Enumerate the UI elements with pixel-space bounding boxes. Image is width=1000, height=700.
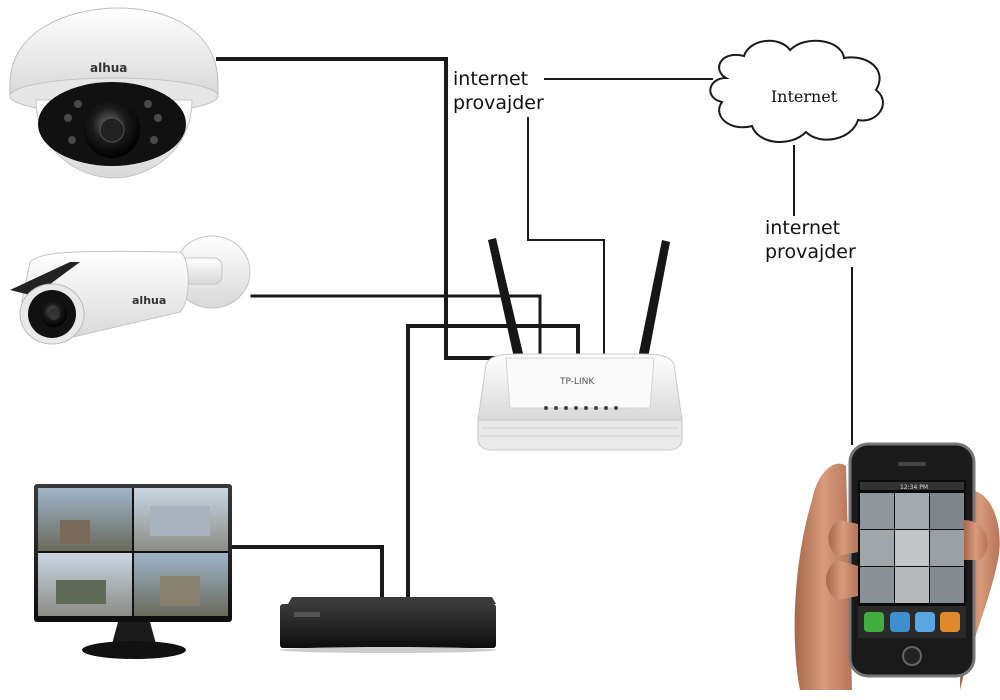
- smartphone-in-hand: 12:34 PM: [794, 442, 1000, 690]
- bullet-brand-logo: alhua: [132, 294, 166, 307]
- monitor: [34, 484, 232, 659]
- cloud-label: Internet: [771, 87, 838, 106]
- isp-label-right-line2: provajder: [765, 241, 856, 263]
- cable-nvr-router: [406, 324, 580, 599]
- phone-camera-grid: [860, 493, 964, 603]
- cable-bullet-camera: [250, 294, 542, 360]
- isp-label-top-line2: provajder: [453, 92, 544, 114]
- isp-label-top: internet provajder: [453, 67, 544, 115]
- dome-camera: alhua: [9, 7, 219, 179]
- bullet-camera: alhua: [10, 235, 251, 345]
- phone-status-time: 12:34 PM: [900, 484, 928, 491]
- cable-monitor-nvr: [230, 545, 384, 599]
- isp-label-right-line1: internet: [765, 217, 841, 239]
- dome-brand-logo: alhua: [90, 61, 127, 75]
- phone-home-button: [902, 646, 922, 666]
- phone-music-icon: [940, 612, 960, 632]
- phone-call-icon: [864, 612, 884, 632]
- internet-cloud: Internet: [709, 39, 884, 144]
- cables: [216, 57, 853, 599]
- router-brand-logo: TP-LINK: [559, 377, 595, 387]
- cable-router-isp: [527, 117, 605, 359]
- phone-mail-icon: [890, 612, 910, 632]
- isp-label-right: internet provajder: [765, 216, 856, 264]
- isp-label-top-line1: internet: [453, 68, 529, 90]
- router: TP-LINK: [477, 238, 683, 451]
- nvr-recorder: [280, 597, 496, 653]
- cable-dome-camera: [216, 57, 522, 360]
- phone-browser-icon: [915, 612, 935, 632]
